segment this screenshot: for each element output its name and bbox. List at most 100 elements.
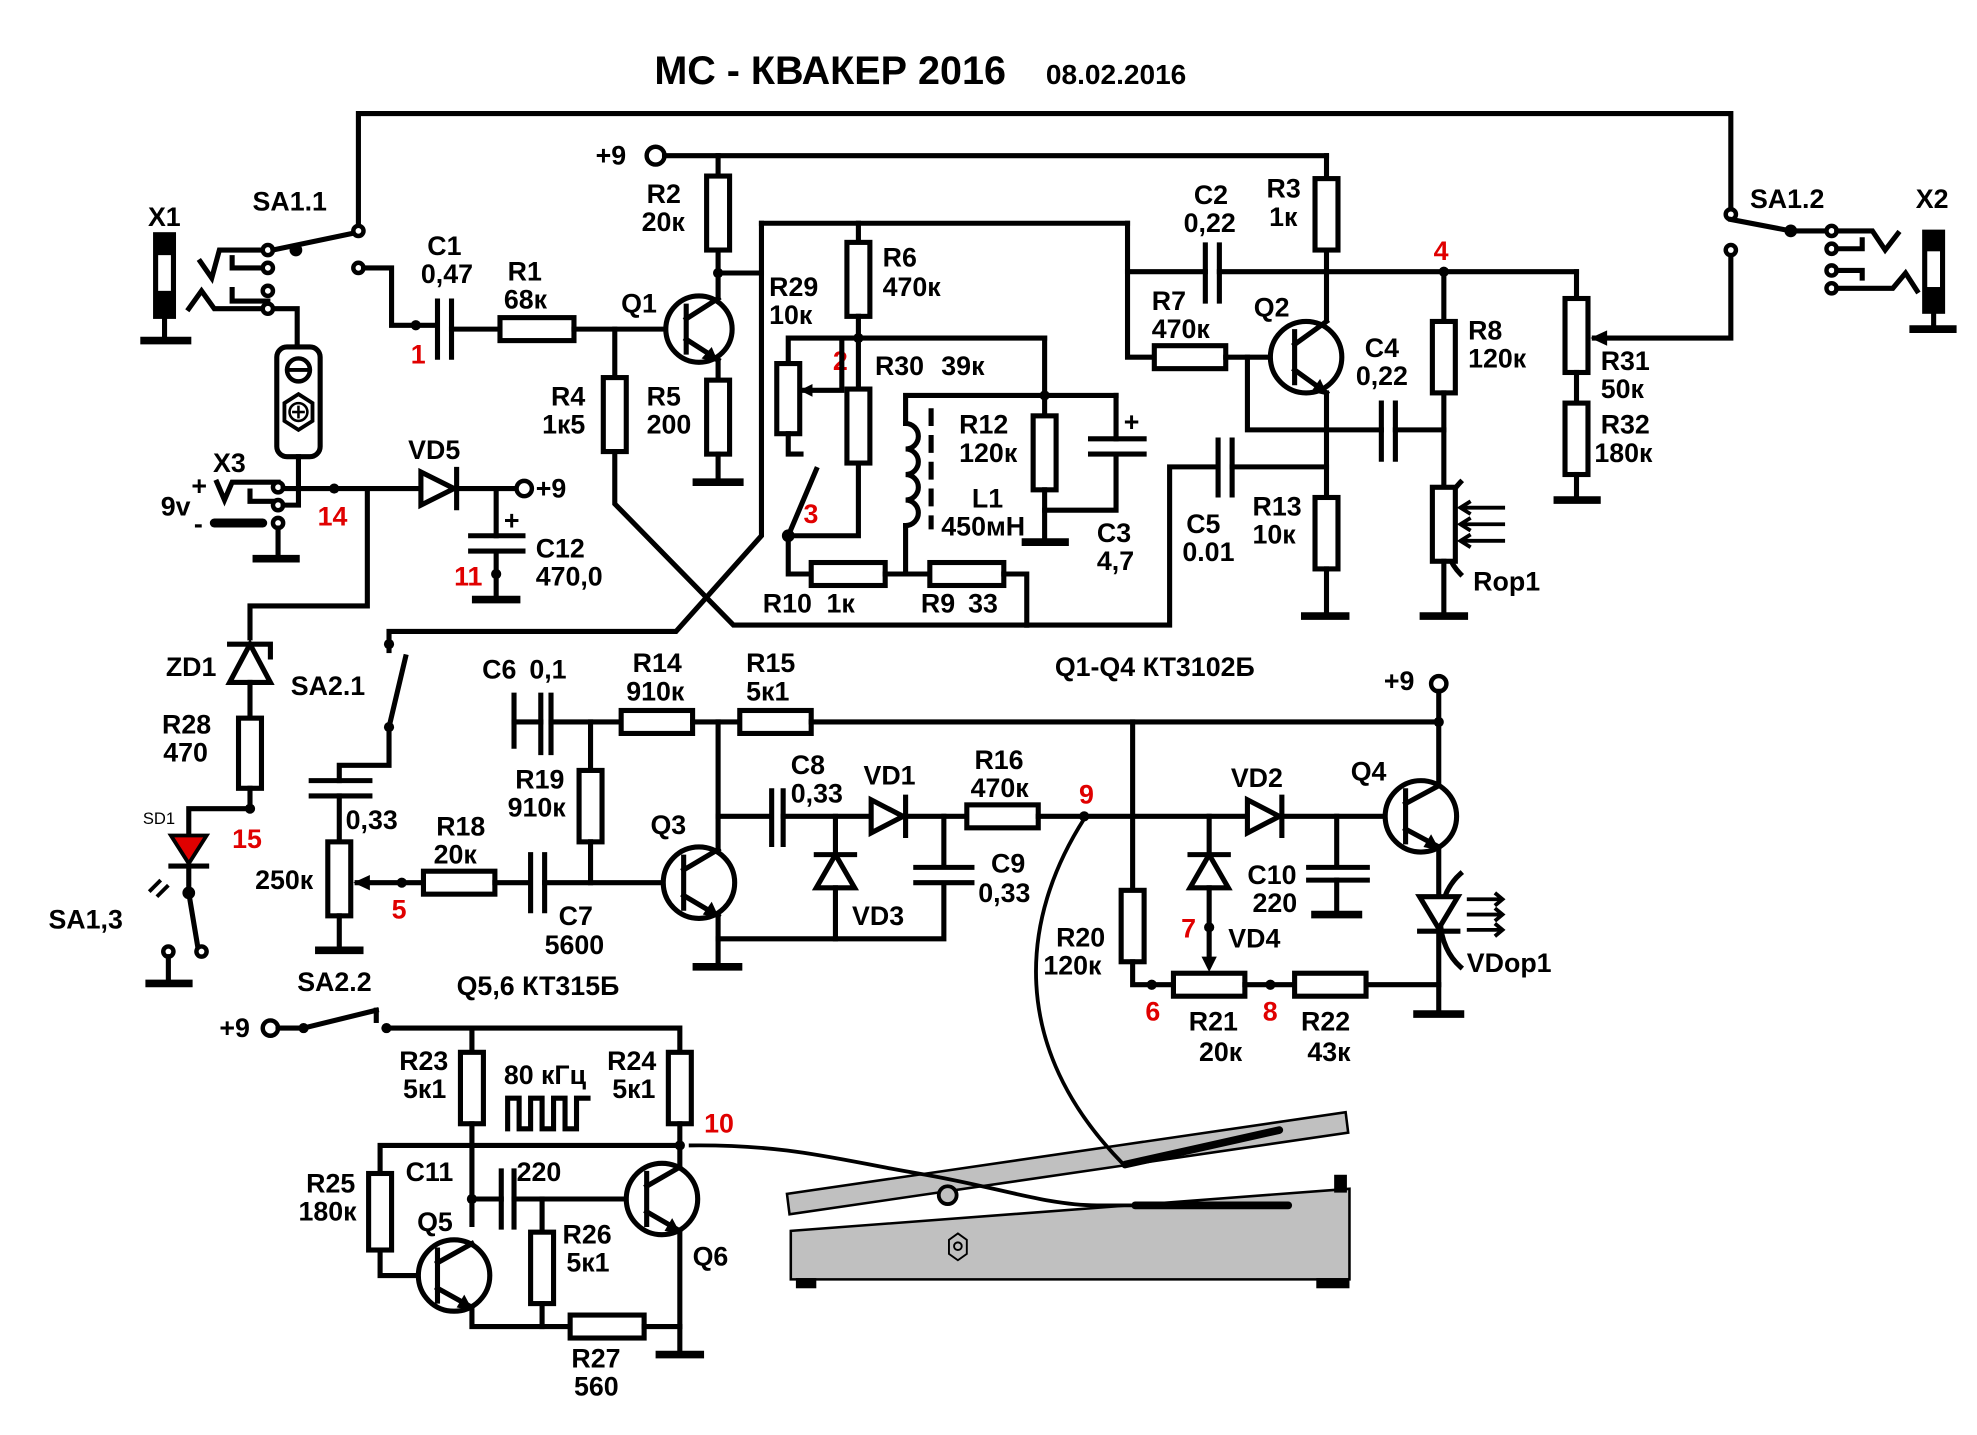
- r20-value: 120к: [1043, 951, 1102, 981]
- r23-value: 5к1: [403, 1074, 446, 1104]
- sa2-pot-value: 250к: [255, 865, 314, 895]
- q2-transistor: [1267, 317, 1345, 397]
- vd4-diode: [1185, 849, 1233, 891]
- sa2-cap-value: 0,33: [346, 805, 398, 835]
- c9-capacitor: [913, 864, 975, 886]
- c4-ref: C4: [1365, 333, 1399, 363]
- sa1-1-switch[interactable]: [269, 223, 366, 276]
- node-6: 6: [1145, 996, 1160, 1026]
- r25-resistor: [366, 1170, 395, 1253]
- r26-resistor: [528, 1229, 557, 1307]
- r21-ref: R21: [1189, 1007, 1238, 1037]
- r8-ref: R8: [1468, 315, 1502, 345]
- r22-resistor: [1292, 970, 1369, 999]
- r13-resistor: [1312, 494, 1341, 572]
- r4-resistor: [600, 375, 629, 455]
- r1-resistor: [497, 315, 577, 344]
- x2-jack: [1824, 223, 1957, 333]
- q5-label: Q5: [417, 1207, 453, 1237]
- x1-jack: [140, 232, 300, 350]
- r13-value: 10к: [1253, 519, 1297, 549]
- battery-plus: +: [191, 471, 207, 501]
- c6-value: 0,1: [529, 655, 566, 685]
- r8-value: 120к: [1468, 343, 1527, 373]
- c7-value: 5600: [545, 930, 605, 960]
- r27-value: 560: [574, 1371, 619, 1401]
- c3-ref: C3: [1097, 518, 1131, 548]
- r5-value: 200: [647, 410, 692, 440]
- r1-ref: R1: [508, 257, 542, 287]
- plus9-osc-label: +9: [219, 1013, 250, 1043]
- plus9-top-label: +9: [596, 141, 627, 171]
- q1-q4-type-note: Q1-Q4 КТ3102Б: [1055, 652, 1255, 682]
- r30-ref: R30: [875, 351, 924, 381]
- sa1-2-switch[interactable]: [1723, 206, 1830, 258]
- r15-value: 5к1: [746, 676, 789, 706]
- r30-resistor: [844, 386, 873, 466]
- rop1-label: Rop1: [1473, 567, 1540, 597]
- r14-value: 910к: [626, 676, 685, 706]
- c10-value: 220: [1253, 888, 1298, 918]
- r3-resistor: [1312, 176, 1341, 253]
- q4-transistor: [1382, 778, 1460, 855]
- r8-resistor: [1429, 318, 1458, 396]
- vd1-label: VD1: [864, 760, 916, 790]
- sa1-2-label: SA1.2: [1750, 184, 1824, 214]
- r7-value: 470к: [1152, 314, 1211, 344]
- vd3-diode: [811, 849, 859, 891]
- r10-value: 1к: [827, 588, 856, 618]
- sa2-1-switch[interactable]: [383, 639, 409, 733]
- r14-resistor: [618, 707, 696, 736]
- r9-value: 33: [968, 588, 998, 618]
- osc-power-switch[interactable]: [275, 1007, 392, 1034]
- sa2-2-wah-pot[interactable]: [325, 839, 354, 919]
- r16-resistor: [964, 802, 1041, 831]
- c6-ref: C6: [482, 655, 516, 685]
- r22-value: 43к: [1307, 1037, 1351, 1067]
- r3-ref: R3: [1267, 174, 1301, 204]
- q6-transistor: [623, 1160, 701, 1238]
- q2-label: Q2: [1254, 292, 1290, 322]
- sa1-1-label: SA1.1: [253, 186, 328, 216]
- c3-value: 4,7: [1097, 546, 1134, 576]
- r7-ref: R7: [1152, 286, 1186, 316]
- q1-transistor: [663, 293, 735, 365]
- osc-freq-label: 80 кГц: [504, 1060, 587, 1090]
- c8-value: 0,33: [791, 778, 843, 808]
- c3-capacitor: +: [1087, 407, 1147, 457]
- sa2-2-label: SA2.2: [297, 967, 371, 997]
- svg-text:+: +: [504, 505, 520, 535]
- x3-label: X3: [213, 448, 246, 478]
- sa2-1-label: SA2.1: [291, 671, 366, 701]
- c5-ref: C5: [1186, 509, 1220, 539]
- node-7: 7: [1181, 914, 1196, 944]
- sa1-3-switch[interactable]: [145, 886, 209, 988]
- node-9: 9: [1079, 780, 1094, 810]
- c11-value: 220: [517, 1157, 562, 1187]
- r18-value: 20к: [434, 840, 478, 870]
- c2-value: 0,22: [1184, 208, 1236, 238]
- battery-minus: -: [194, 509, 203, 539]
- c9-value: 0,33: [978, 878, 1030, 908]
- node-11: 11: [454, 561, 482, 591]
- r32-ref: R32: [1601, 410, 1650, 440]
- c7-ref: C7: [559, 901, 593, 931]
- r31-volume-pot[interactable]: [1562, 295, 1591, 376]
- node-3: 3: [804, 499, 819, 529]
- node-15: 15: [232, 824, 262, 854]
- r9-ref: R9: [921, 588, 955, 618]
- q5-transistor: [415, 1237, 493, 1314]
- r31-value: 50к: [1601, 374, 1645, 404]
- r3-value: 1к: [1269, 202, 1298, 232]
- r10-ref: R10: [763, 588, 812, 618]
- wah-pedal-illustration[interactable]: [688, 817, 1351, 1289]
- r23-ref: R23: [399, 1046, 448, 1076]
- c12-value: 470,0: [536, 561, 603, 591]
- node-14: 14: [318, 502, 348, 532]
- q1-label: Q1: [621, 289, 657, 319]
- r25-ref: R25: [306, 1169, 355, 1199]
- r28-resistor: [235, 715, 265, 791]
- zd1-label: ZD1: [166, 652, 217, 682]
- sd1-label: SD1: [143, 809, 175, 828]
- r9-resistor: [927, 559, 1007, 589]
